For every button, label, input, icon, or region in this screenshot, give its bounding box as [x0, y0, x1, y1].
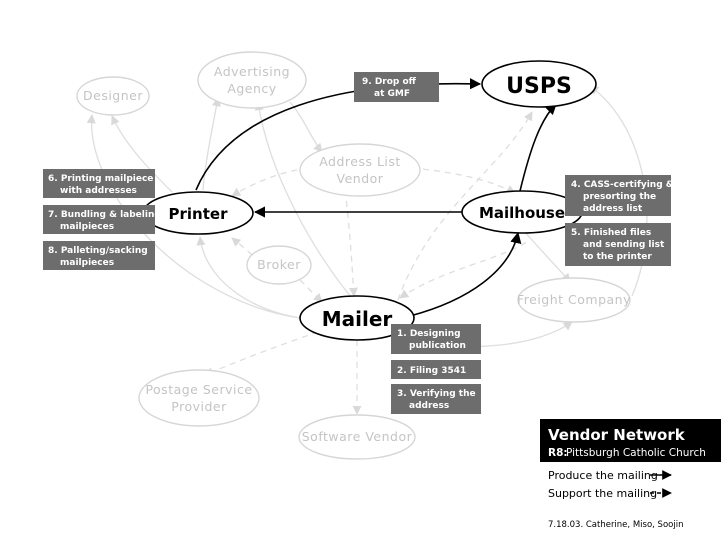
faded-dashed-connections	[204, 111, 533, 415]
step-3-line2: address	[409, 401, 449, 411]
designer-label: Designer	[83, 88, 143, 103]
step-3-line1: 3. Verifying the	[397, 389, 476, 399]
postage-service-provider-label-line1: Postage Service	[145, 382, 252, 397]
step-box-9: 9. Drop off at GMF	[354, 72, 439, 102]
step-8-line1: 8. Palleting/sacking	[48, 246, 148, 256]
step-7-line1: 7. Bundling & labeling	[48, 210, 161, 220]
addresslist-mailer-dash	[344, 189, 359, 297]
step-1-line2: publication	[409, 341, 466, 351]
step-box-8: 8. Palleting/sacking mailpieces	[43, 241, 155, 270]
addresslist-printer-dash	[231, 167, 309, 197]
step-9-line2: at GMF	[374, 89, 410, 99]
addresslist-mailhouse-dash	[411, 167, 516, 194]
step-5-line1: 5. Finished files	[571, 228, 651, 238]
broker-mailer-dash	[299, 279, 323, 303]
software-vendor-label: Software Vendor	[302, 429, 413, 444]
adagency-addresslist-line	[289, 101, 323, 153]
printer-label: Printer	[169, 205, 229, 223]
node-advertising-agency: Advertising Agency	[197, 51, 307, 109]
step-6-line1: 6. Printing mailpiece	[48, 174, 153, 184]
legend-header-bg	[540, 419, 721, 462]
node-freight-company: Freight Company	[517, 277, 631, 323]
node-designer: Designer	[76, 76, 150, 116]
step-5-line3: to the printer	[583, 252, 652, 262]
broker-printer-dash	[231, 237, 253, 256]
node-software-vendor: Software Vendor	[298, 414, 416, 460]
step-4-line2: presorting the	[583, 192, 656, 202]
mailhouse-freight-line	[524, 231, 571, 283]
mailhouse-label: Mailhouse	[479, 204, 565, 222]
step-box-4: 4. CASS-certifying & presorting the addr…	[565, 175, 674, 216]
adagency-mailer-line	[254, 101, 353, 299]
step-4-line3: address list	[583, 204, 643, 214]
adagency-printer-line	[202, 97, 221, 191]
postage-service-provider-label-line2: Provider	[171, 399, 227, 414]
legend-subtitle-text: Pittsburgh Catholic Church	[566, 447, 706, 459]
node-mailer: Mailer	[299, 295, 415, 341]
step-2-line1: 2. Filing 3541	[397, 366, 466, 376]
legend-credit: 7.18.03. Catherine, Miso, Soojin	[548, 520, 683, 530]
node-mailhouse: Mailhouse	[461, 190, 583, 234]
node-broker: Broker	[246, 245, 312, 285]
step-9-line1: 9. Drop off	[362, 77, 417, 87]
arrow-mailhouse-to-usps	[519, 103, 557, 192]
address-list-vendor-label-line2: Vendor	[337, 171, 384, 186]
mailer-mailhouse-dash	[399, 239, 531, 299]
address-list-vendor-label-line1: Address List	[319, 154, 401, 169]
main-arrows	[195, 78, 557, 317]
freight-company-label: Freight Company	[517, 292, 631, 307]
legend: Vendor Network R8: Pittsburgh Catholic C…	[540, 419, 721, 530]
legend-title: Vendor Network	[548, 426, 686, 444]
printer-mailer-line	[196, 236, 301, 319]
advertising-agency-label-line2: Agency	[227, 81, 276, 96]
step-5-line2: and sending list	[583, 240, 665, 250]
legend-produce-label: Produce the mailing	[548, 469, 658, 482]
step-7-line2: mailpieces	[60, 222, 114, 232]
step-box-1: 1. Designing publication	[391, 324, 481, 354]
broker-label: Broker	[257, 257, 301, 272]
usps-label: USPS	[506, 74, 572, 99]
step-box-5: 5. Finished files and sending list to th…	[565, 223, 671, 266]
step-box-7: 7. Bundling & labeling mailpieces	[43, 205, 161, 234]
step-6-line2: with addresses	[60, 186, 137, 196]
node-postage-service-provider: Postage Service Provider	[138, 369, 260, 427]
step-box-6: 6. Printing mailpiece with addresses	[43, 169, 155, 198]
legend-support-label: Support the mailing	[548, 487, 657, 500]
step-box-3: 3. Verifying the address	[391, 384, 481, 414]
designer-printer-line	[111, 115, 173, 193]
node-printer: Printer	[142, 191, 254, 235]
mailer-postage-dash	[204, 331, 319, 376]
mailer-label: Mailer	[322, 307, 393, 331]
advertising-agency-label-line1: Advertising	[214, 64, 290, 79]
mailer-usps-dash	[397, 111, 533, 301]
step-8-line2: mailpieces	[60, 258, 114, 268]
step-box-2: 2. Filing 3541	[391, 360, 481, 379]
step-1-line1: 1. Designing	[397, 329, 461, 339]
legend-subtitle-code: R8:	[548, 447, 568, 459]
node-usps: USPS	[481, 60, 597, 108]
arrow-mailer-to-mailhouse	[409, 231, 522, 317]
designer-mailer-line	[86, 114, 301, 319]
node-address-list-vendor: Address List Vendor	[299, 143, 421, 197]
step-4-line1: 4. CASS-certifying &	[571, 180, 674, 190]
